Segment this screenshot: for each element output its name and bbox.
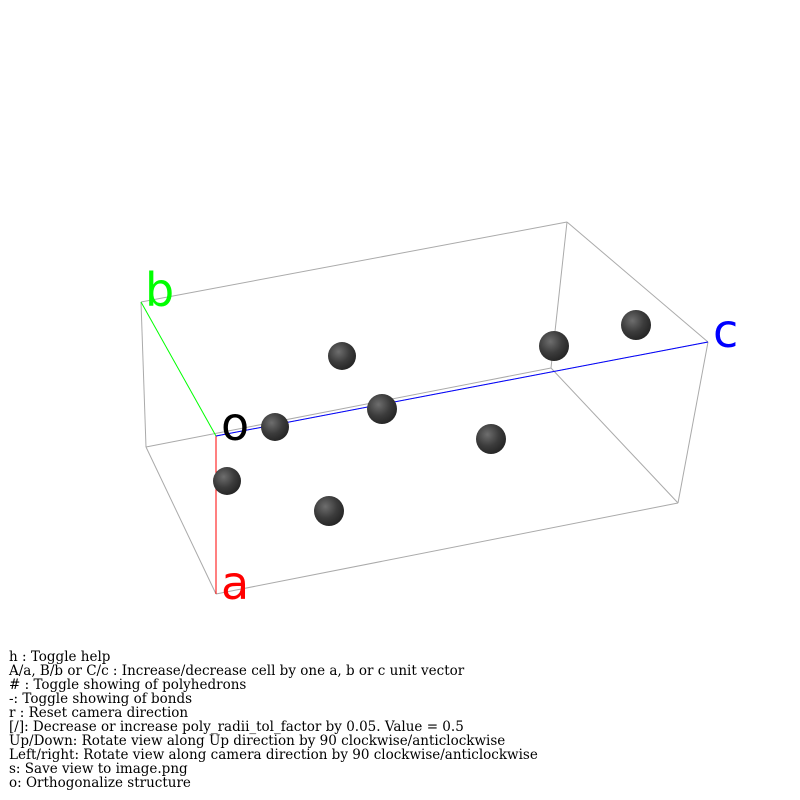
- help-line-rotate-up: Up/Down: Rotate view along Up direction …: [9, 733, 506, 749]
- help-line-bonds: -: Toggle showing of bonds: [9, 691, 193, 707]
- atom[interactable]: [539, 331, 569, 361]
- atom[interactable]: [328, 342, 356, 370]
- cell-edge: [677, 341, 709, 504]
- c-axis-label: c: [713, 304, 739, 358]
- cell-edge: [566, 221, 709, 343]
- cell-edge: [145, 367, 552, 448]
- atom[interactable]: [213, 467, 241, 495]
- c-axis-line: [215, 341, 709, 437]
- cell-edge: [140, 301, 147, 448]
- atoms-group: [213, 310, 651, 526]
- atom[interactable]: [367, 394, 397, 424]
- cell-edge: [215, 502, 679, 595]
- help-line-orthogonalize: o: Orthogonalize structure: [9, 775, 191, 791]
- help-line-toggle-help: h : Toggle help: [9, 649, 111, 665]
- help-line-rotate-camera: Left/right: Rotate view along camera dir…: [9, 747, 538, 763]
- atom[interactable]: [621, 310, 651, 340]
- help-line-cell-size: A/a, B/b or C/c : Increase/decrease cell…: [9, 663, 465, 679]
- help-line-save-view: s: Save view to image.png: [9, 761, 188, 777]
- cell-edge: [145, 446, 217, 595]
- atom[interactable]: [261, 413, 289, 441]
- cell-edge: [140, 221, 568, 303]
- atom[interactable]: [314, 496, 344, 526]
- b-axis-label: b: [145, 263, 175, 317]
- help-line-polyhedrons: # : Toggle showing of polyhedrons: [9, 677, 247, 693]
- origin-label: o: [221, 397, 250, 451]
- a-axis-label: a: [221, 556, 250, 610]
- help-line-poly-radii: [/]: Decrease or increase poly_radii_tol…: [9, 719, 464, 735]
- unit-cell-scene[interactable]: [0, 0, 800, 640]
- help-overlay: h : Toggle help A/a, B/b or C/c : Increa…: [9, 650, 789, 790]
- atom[interactable]: [476, 424, 506, 454]
- b-axis-line: [140, 301, 217, 437]
- help-line-reset-camera: r : Reset camera direction: [9, 705, 189, 721]
- structure-3d-viewport[interactable]: a b c o: [0, 0, 800, 640]
- cell-edge: [550, 367, 679, 504]
- axis-lines: [140, 301, 709, 594]
